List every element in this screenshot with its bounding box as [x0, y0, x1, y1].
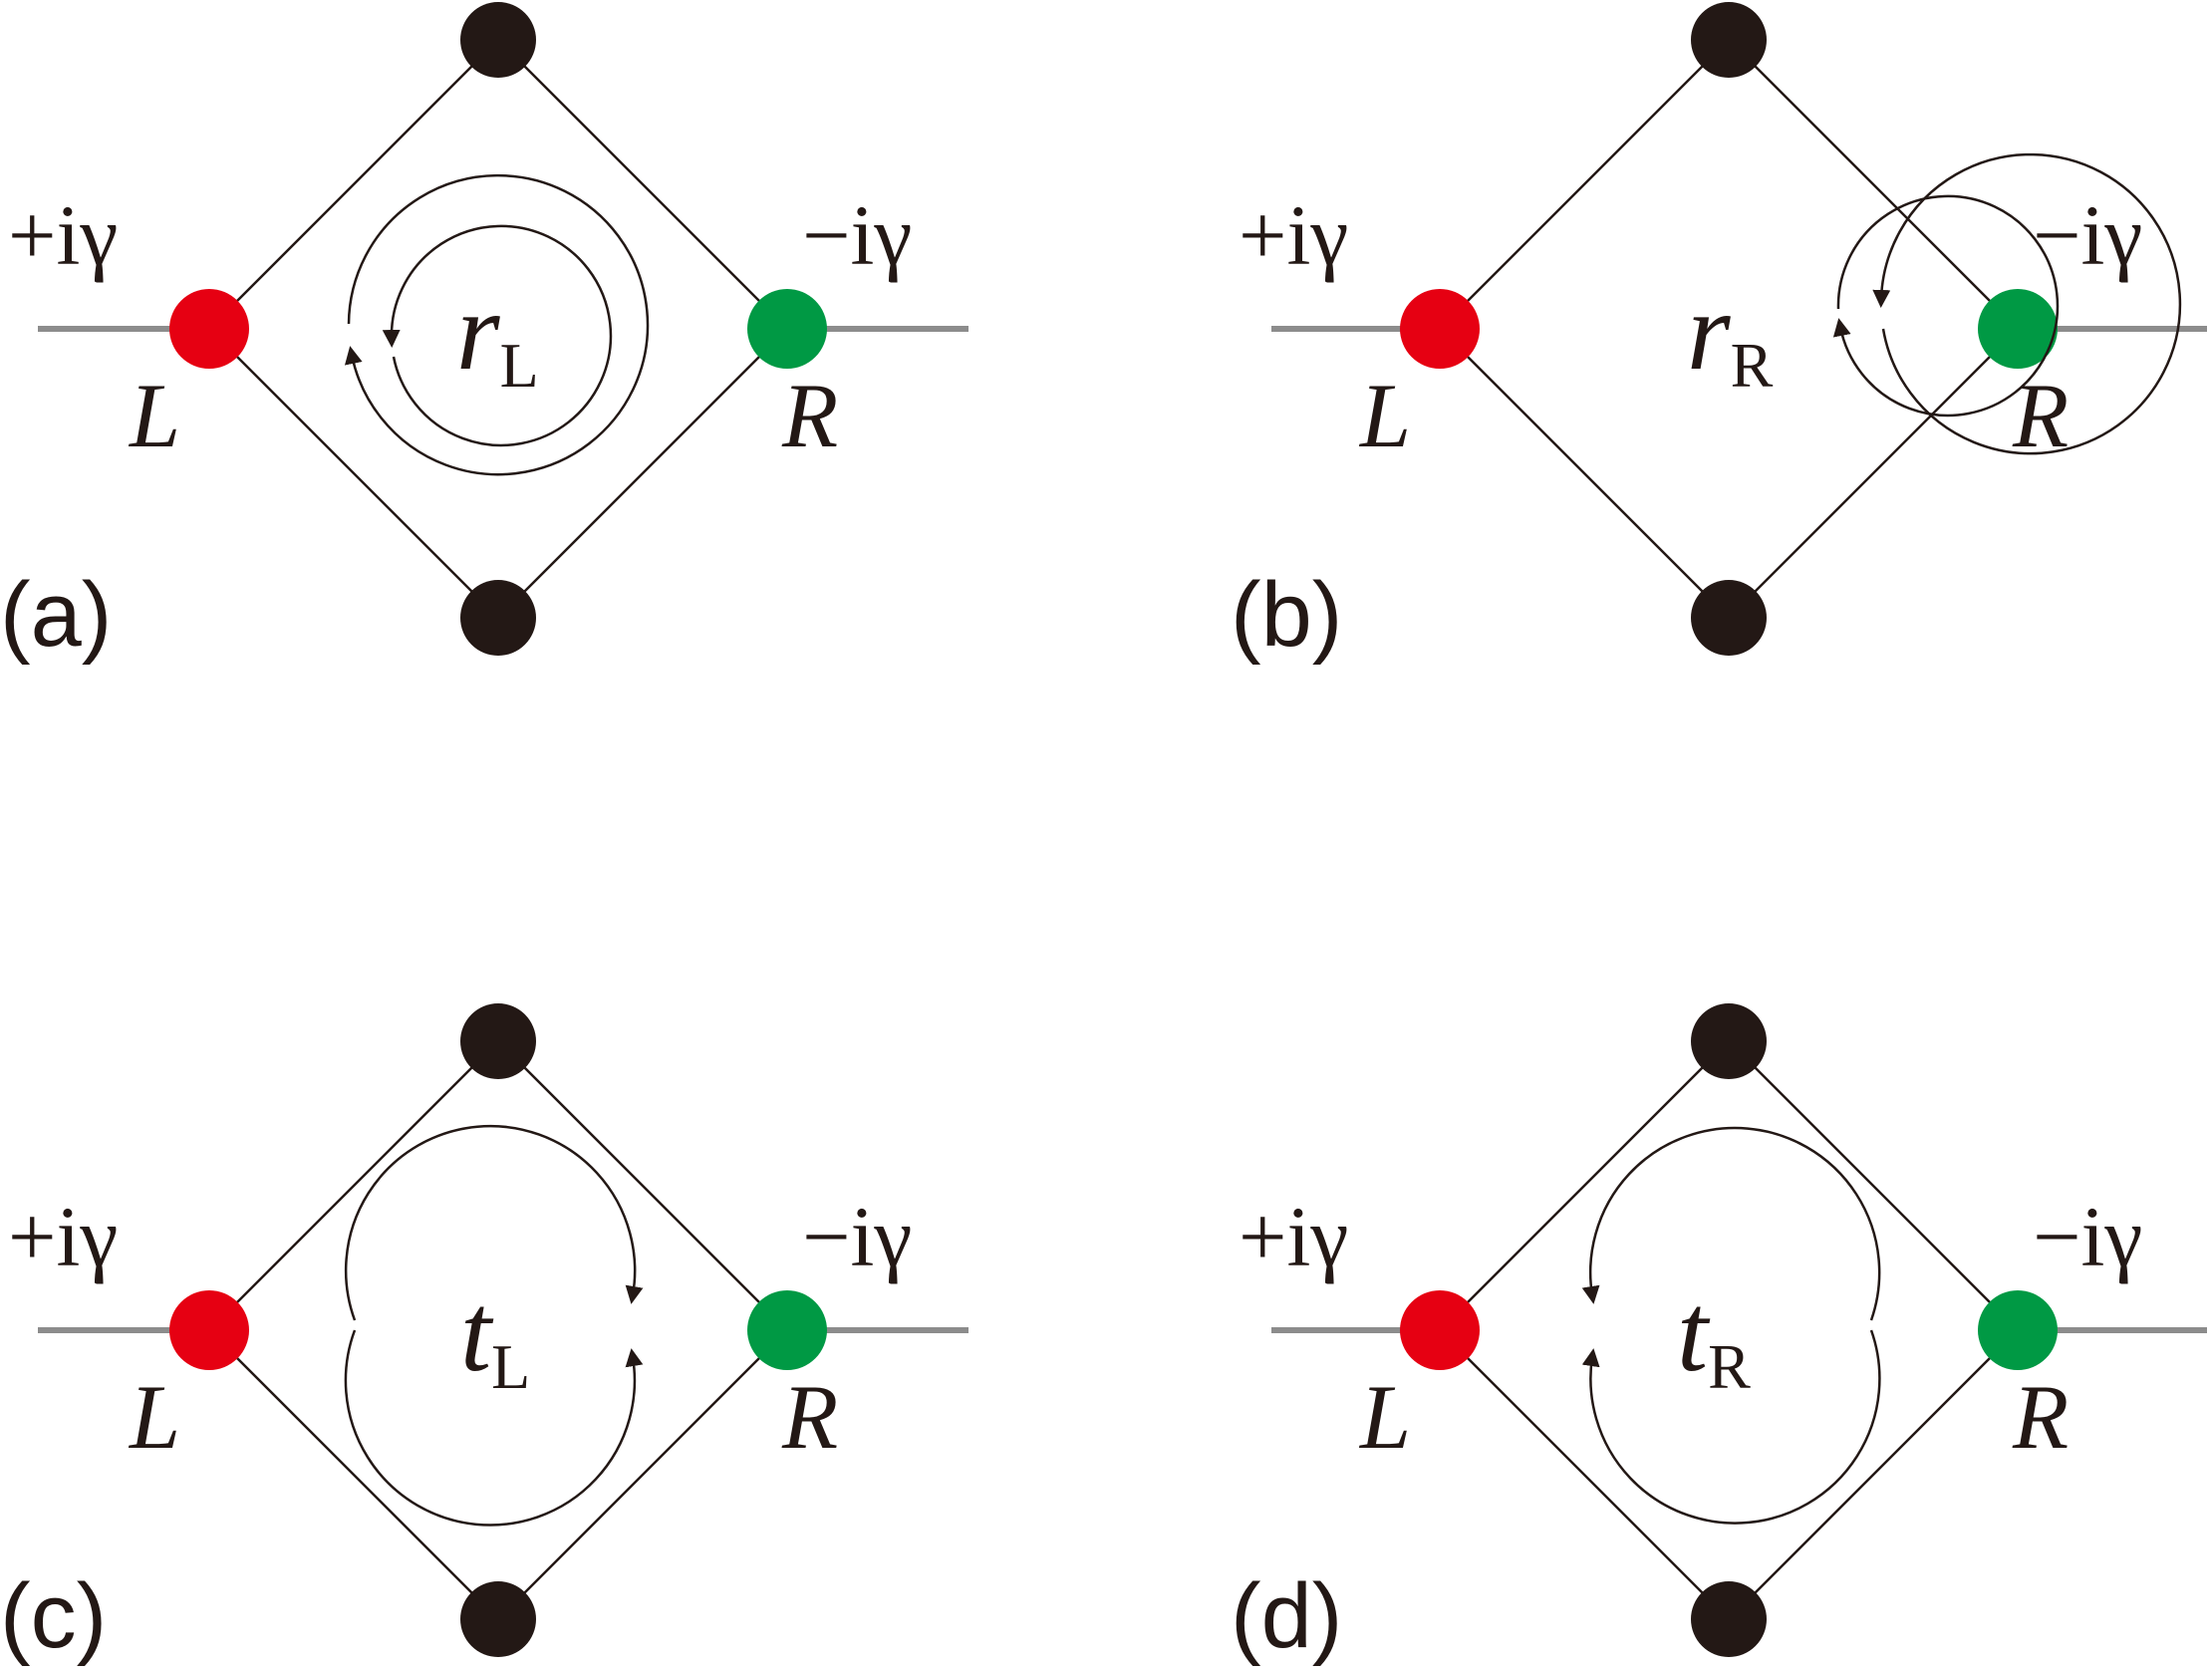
panel-c: +iγ −iγ L R tL (c)	[0, 1003, 968, 1667]
node-right	[747, 1290, 827, 1370]
node-top	[1691, 1003, 1767, 1079]
node-left-label: L	[1358, 365, 1411, 466]
node-bottom	[460, 580, 536, 656]
coefficient-label: rL	[456, 270, 539, 401]
node-bottom	[1691, 580, 1767, 656]
loss-label: −iγ	[802, 187, 912, 283]
node-left-label: L	[128, 365, 180, 466]
node-bottom	[1691, 1581, 1767, 1657]
path-upper-arrow	[344, 1124, 644, 1321]
panel-b: +iγ −iγ L R rR (b)	[1231, 2, 2207, 666]
diamond-edges	[207, 1039, 789, 1621]
panel-tag: (b)	[1231, 564, 1342, 666]
node-right-label: R	[781, 1366, 838, 1468]
node-right-label: R	[2012, 365, 2069, 466]
loss-label: −iγ	[2033, 187, 2142, 283]
panel-tag: (c)	[0, 1565, 107, 1667]
path-outer-arrow	[1872, 152, 2182, 455]
path-inner-arrow	[382, 224, 613, 447]
gain-label: +iγ	[8, 187, 118, 283]
gain-label: +iγ	[8, 1189, 118, 1284]
node-right	[747, 289, 827, 369]
panel-tag: (d)	[1231, 1565, 1342, 1667]
node-left	[1400, 1290, 1480, 1370]
coefficient-label: tR	[1677, 1271, 1751, 1402]
panel-d: +iγ −iγ L R tR (d)	[1231, 1003, 2207, 1667]
node-right	[1978, 1290, 2058, 1370]
node-left	[169, 1290, 249, 1370]
panel-a: +iγ −iγ L R rL (a)	[0, 2, 968, 666]
node-left	[169, 289, 249, 369]
path-lower-arrow	[344, 1329, 644, 1527]
loss-label: −iγ	[802, 1189, 912, 1284]
node-left-label: L	[1358, 1366, 1411, 1468]
node-right-label: R	[2012, 1366, 2069, 1468]
path-inner-arrow	[1832, 194, 2060, 418]
node-left	[1400, 289, 1480, 369]
path-outer-arrow	[345, 173, 650, 476]
loss-label: −iγ	[2033, 1189, 2142, 1284]
gain-label: +iγ	[1239, 187, 1348, 283]
node-left-label: L	[128, 1366, 180, 1468]
node-right-label: R	[781, 365, 838, 466]
node-top	[460, 1003, 536, 1079]
node-right	[1978, 289, 2058, 369]
node-top	[1691, 2, 1767, 78]
node-bottom	[460, 1581, 536, 1657]
coefficient-label: rR	[1687, 270, 1774, 401]
node-top	[460, 2, 536, 78]
coefficient-label: tL	[460, 1271, 530, 1402]
gain-label: +iγ	[1239, 1189, 1348, 1284]
path-upper-arrow	[1581, 1126, 1881, 1321]
panel-tag: (a)	[0, 564, 112, 666]
path-lower-arrow	[1581, 1329, 1881, 1525]
